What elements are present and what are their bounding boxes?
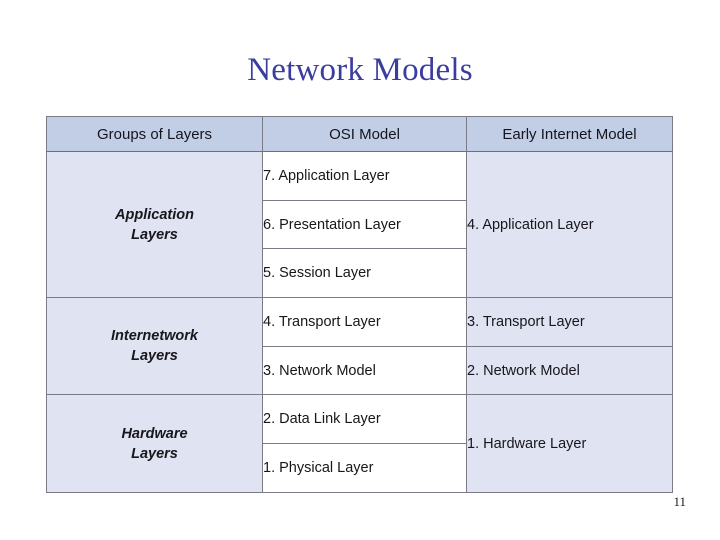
osi-layer-3: 3. Network Model [262, 345, 467, 396]
internet-layer-2: 2. Network Model [466, 345, 673, 396]
table-header-row: Groups of Layers OSI Model Early Interne… [46, 116, 673, 152]
column-header-groups-of-layers: Groups of Layers [46, 116, 263, 152]
column-header-early-internet-model: Early Internet Model [466, 116, 673, 152]
group-cell-internetwork-layers: Internetwork Layers [46, 297, 263, 396]
group-label-line-2: Layers [131, 226, 178, 243]
group-label-line-2: Layers [131, 445, 178, 462]
group-label-line-2: Layers [131, 348, 178, 365]
group-cell-application-layers: Application Layers [46, 150, 263, 299]
osi-layer-5: 5. Session Layer [262, 248, 467, 299]
internet-layer-4: 4. Application Layer [466, 150, 673, 299]
osi-layer-1: 1. Physical Layer [262, 443, 467, 493]
group-label-line-1: Internetwork [110, 328, 198, 345]
osi-layer-2: 2. Data Link Layer [262, 394, 467, 445]
table-row: 6. Presentation Layer [47, 199, 673, 250]
osi-layer-6: 6. Presentation Layer [262, 199, 467, 250]
table-row: Internetwork Layers 4. Transport Layer 3… [46, 297, 673, 396]
network-models-table: Groups of Layers OSI Model Early Interne… [46, 116, 673, 493]
table-row: Application Layers 7. Application Layer … [46, 150, 673, 299]
page-number: 11 [673, 494, 686, 509]
table-row: 3. Network Model 2. Network Model [47, 345, 673, 396]
page-title: Network Models [247, 52, 473, 88]
osi-layer-4: 4. Transport Layer [262, 297, 467, 347]
group-label-line-1: Application [115, 206, 194, 223]
column-header-osi-model: OSI Model [262, 116, 467, 152]
table-row: 5. Session Layer [47, 248, 673, 299]
internet-layer-1: 1. Hardware Layer [466, 394, 673, 493]
table-row: Hardware Layers 2. Data Link Layer 1. Ha… [46, 394, 673, 493]
group-cell-hardware-layers: Hardware Layers [46, 394, 263, 493]
group-label-line-1: Hardware [121, 425, 188, 442]
internet-layer-3: 3. Transport Layer [466, 297, 673, 347]
table-row: 1. Physical Layer [47, 443, 673, 493]
osi-layer-7: 7. Application Layer [262, 151, 467, 201]
